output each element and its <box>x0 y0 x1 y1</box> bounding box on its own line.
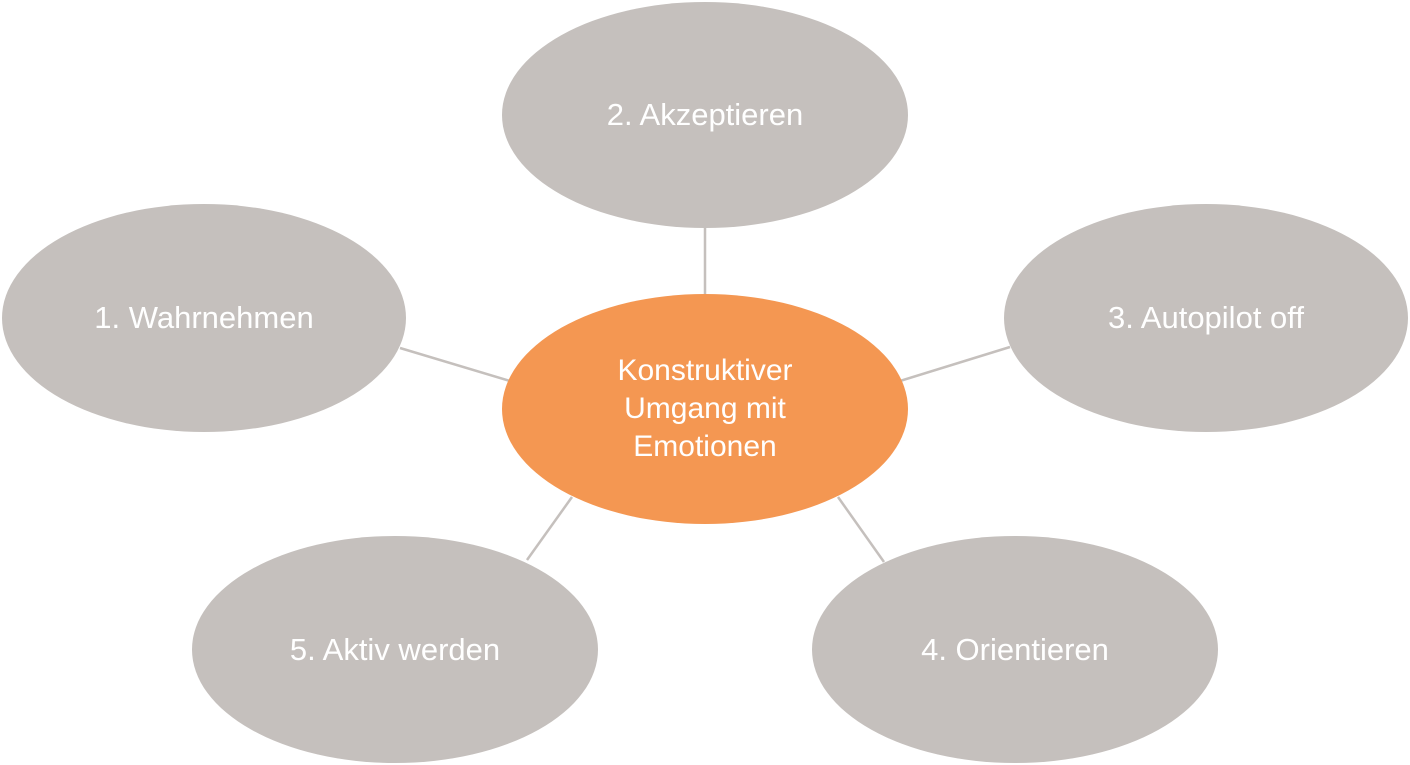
connector-center-to-4 <box>836 496 886 563</box>
node-akzeptieren: 2. Akzeptieren <box>502 2 908 228</box>
node-autopilot-off: 3. Autopilot off <box>1004 204 1408 432</box>
connector-center-to-5 <box>525 496 574 561</box>
node-aktiv-werden: 5. Aktiv werden <box>192 536 598 763</box>
center-node: Konstruktiver Umgang mit Emotionen <box>502 294 908 524</box>
node-label: 1. Wahrnehmen <box>94 300 314 335</box>
center-label-line: Emotionen <box>633 430 777 463</box>
node-orientieren: 4. Orientieren <box>812 536 1218 763</box>
node-label: 4. Orientieren <box>921 631 1109 667</box>
connector-center-to-1 <box>399 346 511 383</box>
node-label: 3. Autopilot off <box>1108 300 1304 335</box>
connector-center-to-3 <box>899 345 1011 383</box>
node-label: 2. Akzeptieren <box>606 97 804 132</box>
node-label: 5. Aktiv werden <box>289 631 501 667</box>
center-label: Konstruktiver Umgang mit Emotionen <box>617 352 792 466</box>
center-label-line: Konstruktiver <box>617 354 793 387</box>
center-label-line: Umgang mit <box>624 392 786 425</box>
node-wahrnehmen: 1. Wahrnehmen <box>2 204 406 432</box>
